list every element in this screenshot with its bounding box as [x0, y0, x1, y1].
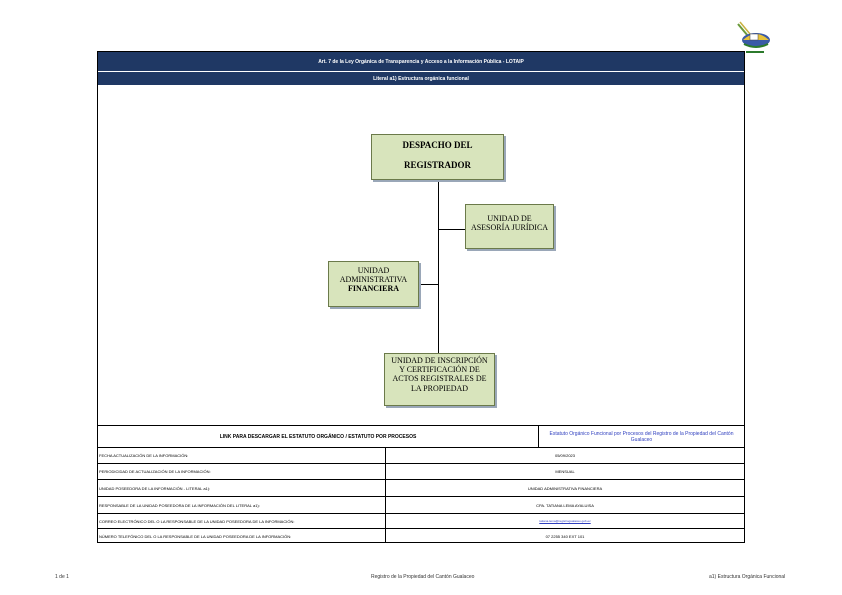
footer-page-number: 1 de 1 [55, 574, 69, 580]
box-despacho-registrador: DESPACHO DEL REGISTRADOR [371, 134, 504, 180]
box-asesoria-juridica: UNIDAD DE ASESORÍA JURÍDICA [465, 204, 554, 249]
inscripcion-line-3: ACTOS REGISTRALES DE [392, 374, 487, 384]
box-unidad-inscripcion: UNIDAD DE INSCRIPCIÓN Y CERTIFICACIÓN DE… [384, 353, 495, 406]
info-value: 07 2255 340 EXT 101 [385, 529, 744, 543]
inscripcion-line-1: UNIDAD DE INSCRIPCIÓN [391, 356, 488, 365]
connector-asesoria [439, 229, 465, 230]
footer-section: a1) Estructura Orgánica Funcional [709, 574, 786, 580]
municipal-logo-icon [737, 21, 770, 53]
info-value: CPA. TATIANA LEMA AYALUISA [385, 497, 744, 513]
org-chart: DESPACHO DEL REGISTRADOR UNIDAD DE ASESO… [98, 85, 744, 475]
link-row: LINK PARA DESCARGAR EL ESTATUTO ORGÁNICO… [98, 425, 744, 447]
administrativa-line-1: UNIDAD [357, 266, 390, 275]
info-row: RESPONSABLE DE LA UNIDAD POSEEDORA DE LA… [98, 496, 744, 513]
asesoria-line-2: ASESORÍA JURÍDICA [470, 223, 549, 233]
administrativa-line-3: FINANCIERA [347, 284, 400, 294]
estatuto-link-text[interactable]: Estatuto Orgánico Funcional por Procesos… [549, 430, 734, 443]
lotaip-sheet: Art. 7 de la Ley Orgánica de Transparenc… [97, 51, 745, 543]
root-line-1: DESPACHO DEL [402, 140, 473, 150]
link-label: LINK PARA DESCARGAR EL ESTATUTO ORGÁNICO… [219, 433, 417, 440]
email-link[interactable]: tatiana.lema@registrogualaceo.gob.ec [385, 514, 744, 528]
info-value: 05/09/2023 [385, 448, 744, 463]
email-link-text[interactable]: tatiana.lema@registrogualaceo.gob.ec [539, 519, 591, 523]
inscripcion-line-4: LA PROPIEDAD [410, 383, 469, 393]
sheet-title: Art. 7 de la Ley Orgánica de Transparenc… [98, 52, 744, 71]
footer-institution: Registro de la Propiedad del Cantón Gual… [371, 574, 475, 580]
info-row: CORREO ELECTRÓNICO DEL O LA RESPONSABLE … [98, 513, 744, 528]
box-unidad-administrativa: UNIDAD ADMINISTRATIVA FINANCIERA [328, 261, 419, 307]
info-row: UNIDAD POSEEDORA DE LA INFORMACIÓN - LIT… [98, 479, 744, 496]
asesoria-line-1: UNIDAD DE [487, 214, 532, 223]
administrativa-line-2: ADMINISTRATIVA [339, 275, 408, 285]
info-row: PERIODICIDAD DE ACTUALIZACIÓN DE LA INFO… [98, 463, 744, 479]
connector-administrativa [419, 284, 438, 285]
info-label: NÚMERO TELEFÓNICO DEL O LA RESPONSABLE D… [99, 533, 292, 539]
sheet-subtitle: Literal a1) Estructura orgánica funciona… [98, 72, 744, 85]
connector-main [438, 179, 439, 404]
info-label: FECHA ACTUALIZACIÓN DE LA INFORMACIÓN: [99, 453, 189, 458]
info-row: FECHA ACTUALIZACIÓN DE LA INFORMACIÓN: 0… [98, 447, 744, 463]
info-label: CORREO ELECTRÓNICO DEL O LA RESPONSABLE … [99, 518, 295, 524]
info-value: UNIDAD ADMINISTRATIVA FINANCIERA [385, 480, 744, 496]
info-label: PERIODICIDAD DE ACTUALIZACIÓN DE LA INFO… [99, 469, 211, 474]
info-value: MENSUAL [385, 464, 744, 479]
estatuto-link[interactable]: Estatuto Orgánico Funcional por Procesos… [538, 426, 744, 447]
info-row: NÚMERO TELEFÓNICO DEL O LA RESPONSABLE D… [98, 528, 744, 543]
info-label: UNIDAD POSEEDORA DE LA INFORMACIÓN - LIT… [99, 485, 211, 491]
root-line-2: REGISTRADOR [403, 160, 471, 171]
info-label: RESPONSABLE DE LA UNIDAD POSEEDORA DE LA… [99, 502, 260, 508]
inscripcion-line-2: Y CERTIFICACIÓN DE [399, 365, 480, 375]
